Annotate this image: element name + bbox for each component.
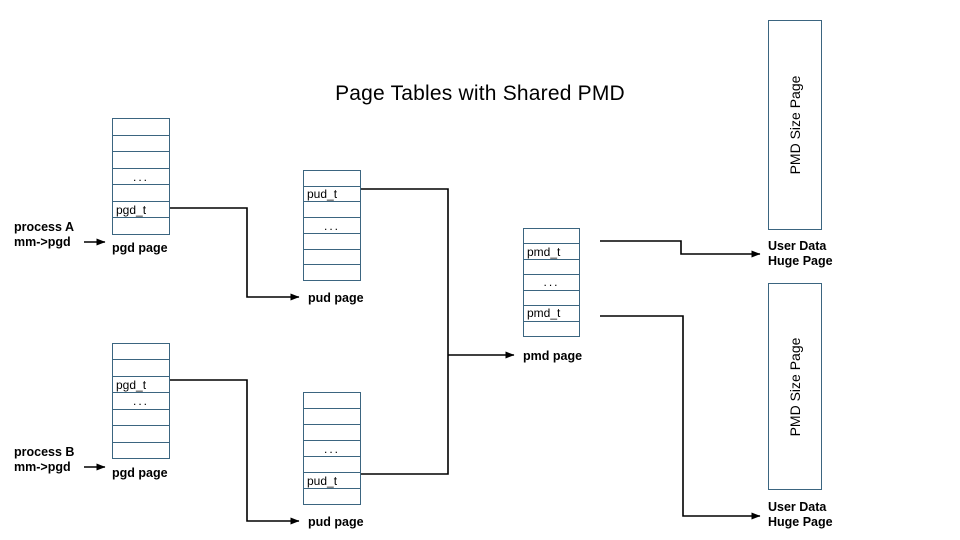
pud-b-row-5-pud-t[interactable]: pud_t xyxy=(304,473,360,489)
pud-a-row-1-pud-t[interactable]: pud_t xyxy=(304,187,360,203)
pgd-b-row-5 xyxy=(113,426,169,443)
pmd-row-6 xyxy=(524,322,579,336)
pmd-row-3-ellipsis: ... xyxy=(524,275,579,291)
pgd-b-row-2-pgd-t[interactable]: pgd_t xyxy=(113,377,169,394)
pud-a-row-3-ellipsis: ... xyxy=(304,218,360,234)
pud-a-row-4 xyxy=(304,234,360,250)
huge-page-top-caption-line1: User Data xyxy=(768,239,827,253)
connector-pmd-bottom-to-huge-page-bottom xyxy=(600,315,761,520)
pgd-page-table-process-b[interactable]: pgd_t ... xyxy=(112,343,170,459)
pgd-b-row-4 xyxy=(113,410,169,427)
pgd-b-row-6 xyxy=(113,443,169,458)
process-b-label: process B mm->pgd xyxy=(14,445,74,475)
huge-page-top-vertical-label: PMD Size Page xyxy=(787,75,803,175)
pgd-a-row-0 xyxy=(113,119,169,136)
pud-page-caption-process-b: pud page xyxy=(308,515,364,529)
pgd-a-row-3-ellipsis: ... xyxy=(113,169,169,186)
pmd-row-2 xyxy=(524,260,579,276)
pud-b-row-4 xyxy=(304,457,360,473)
pgd-a-row-4 xyxy=(113,185,169,202)
connector-pgd-a-to-pud-a xyxy=(170,207,300,301)
pud-page-caption-process-a: pud page xyxy=(308,291,364,305)
pgd-b-row-0 xyxy=(113,344,169,361)
process-b-label-line1: process B xyxy=(14,445,75,459)
pmd-row-0 xyxy=(524,229,579,245)
pud-b-row-3-ellipsis: ... xyxy=(304,441,360,457)
huge-page-bottom-vertical-label: PMD Size Page xyxy=(787,337,803,436)
pud-page-table-process-b[interactable]: ... pud_t xyxy=(303,392,361,505)
pud-b-row-6 xyxy=(304,489,360,504)
pgd-a-row-5-pgd-t[interactable]: pgd_t xyxy=(113,202,169,219)
pud-a-row-6 xyxy=(304,265,360,280)
pgd-a-row-2 xyxy=(113,152,169,169)
connector-pmd-top-to-huge-page-top xyxy=(600,240,761,258)
connector-pud-b-to-pmd xyxy=(361,355,449,475)
huge-page-top-caption-line2: Huge Page xyxy=(768,254,833,268)
huge-page-bottom[interactable]: PMD Size Page xyxy=(768,283,822,490)
pud-page-table-process-a[interactable]: pud_t ... xyxy=(303,170,361,281)
process-a-label-line2: mm->pgd xyxy=(14,235,71,249)
pud-a-row-2 xyxy=(304,202,360,219)
pgd-page-caption-process-b: pgd page xyxy=(112,466,168,480)
pmd-page-table-shared[interactable]: pmd_t ... pmd_t xyxy=(523,228,580,337)
pgd-page-caption-process-a: pgd page xyxy=(112,241,168,255)
pgd-a-row-1 xyxy=(113,136,169,153)
huge-page-bottom-caption-line2: Huge Page xyxy=(768,515,833,529)
process-a-label-line1: process A xyxy=(14,220,74,234)
pud-a-row-5 xyxy=(304,250,360,266)
process-a-label: process A mm->pgd xyxy=(14,220,74,250)
pmd-page-caption-shared: pmd page xyxy=(523,349,583,363)
pmd-row-1-pmd-t[interactable]: pmd_t xyxy=(524,244,579,260)
pud-b-row-0 xyxy=(304,393,360,409)
diagram-title: Page Tables with Shared PMD xyxy=(335,82,625,105)
huge-page-bottom-caption: User Data Huge Page xyxy=(768,500,833,530)
huge-page-top[interactable]: PMD Size Page xyxy=(768,20,822,230)
connector-pgd-b-to-pud-b xyxy=(170,379,300,525)
connector-pud-a-to-pmd xyxy=(361,188,449,355)
pgd-b-row-1 xyxy=(113,360,169,377)
pgd-a-row-6 xyxy=(113,218,169,234)
pud-a-row-0 xyxy=(304,171,360,187)
pgd-page-table-process-a[interactable]: ... pgd_t xyxy=(112,118,170,235)
huge-page-top-caption: User Data Huge Page xyxy=(768,239,833,269)
pmd-row-4 xyxy=(524,291,579,307)
pud-b-row-2 xyxy=(304,425,360,441)
pud-b-row-1 xyxy=(304,409,360,425)
pmd-row-5-pmd-t[interactable]: pmd_t xyxy=(524,306,579,322)
process-b-label-line2: mm->pgd xyxy=(14,460,71,474)
pgd-b-row-3-ellipsis: ... xyxy=(113,393,169,410)
huge-page-bottom-caption-line1: User Data xyxy=(768,500,827,514)
